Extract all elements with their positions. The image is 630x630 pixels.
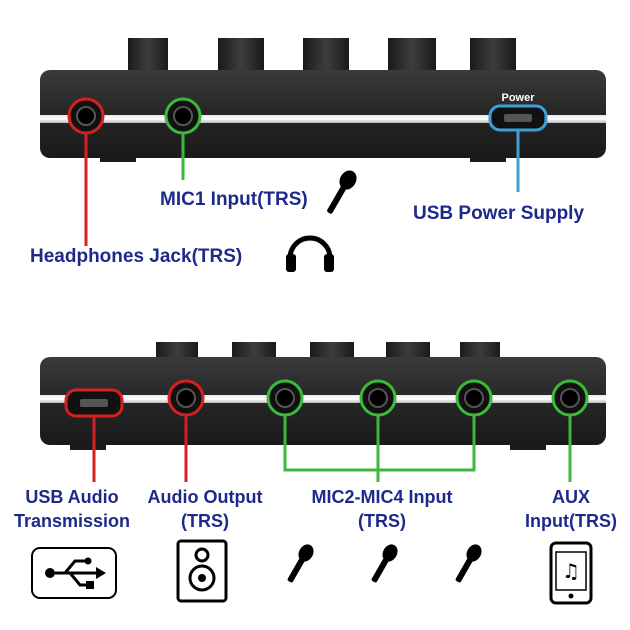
mic3-jack (359, 379, 397, 417)
bottom-device (40, 342, 606, 450)
aux-input-jack (551, 379, 589, 417)
usb-power-supply-label: USB Power Supply (413, 203, 584, 224)
headphones-jack (67, 97, 105, 135)
speaker-icon (176, 539, 228, 603)
mic2-jack (266, 379, 304, 417)
mic24-label-line2: (TRS) (358, 511, 406, 531)
mic1-jack (164, 97, 202, 135)
tablet-music-icon: ♫ (549, 541, 593, 605)
power-label: Power (501, 92, 535, 104)
audio-output-label-line2: (TRS) (181, 511, 229, 531)
top-device-stripe (40, 115, 606, 123)
bottom-device-stripe (40, 395, 606, 403)
mic24-label-line1: MIC2-MIC4 Input (312, 487, 453, 507)
microphone-icon (287, 544, 314, 583)
aux-label-line1: AUX (552, 487, 590, 507)
usb-audio-label-line1: USB Audio (25, 487, 118, 507)
aux-label-line2: Input(TRS) (525, 511, 617, 531)
mic1-input-label: MIC1 Input(TRS) (160, 189, 308, 210)
headphones-icon (286, 235, 334, 272)
audio-output-label-line1: Audio Output (148, 487, 263, 507)
bottom-leader-lines (92, 415, 572, 482)
top-knobs (128, 38, 516, 73)
audio-output-jack (167, 379, 205, 417)
usb-icon (31, 547, 117, 599)
svg-text:♫: ♫ (562, 559, 580, 583)
headphones-jack-label: Headphones Jack(TRS) (30, 246, 242, 267)
usb-audio-port (64, 388, 124, 418)
usb-audio-label-line2: Transmission (14, 511, 130, 531)
mic4-jack (455, 379, 493, 417)
top-device: Power (40, 38, 606, 162)
microphone-icon (455, 544, 482, 583)
top-leader-lines (84, 130, 520, 246)
microphone-icon (327, 170, 357, 214)
microphone-icon (371, 544, 398, 583)
